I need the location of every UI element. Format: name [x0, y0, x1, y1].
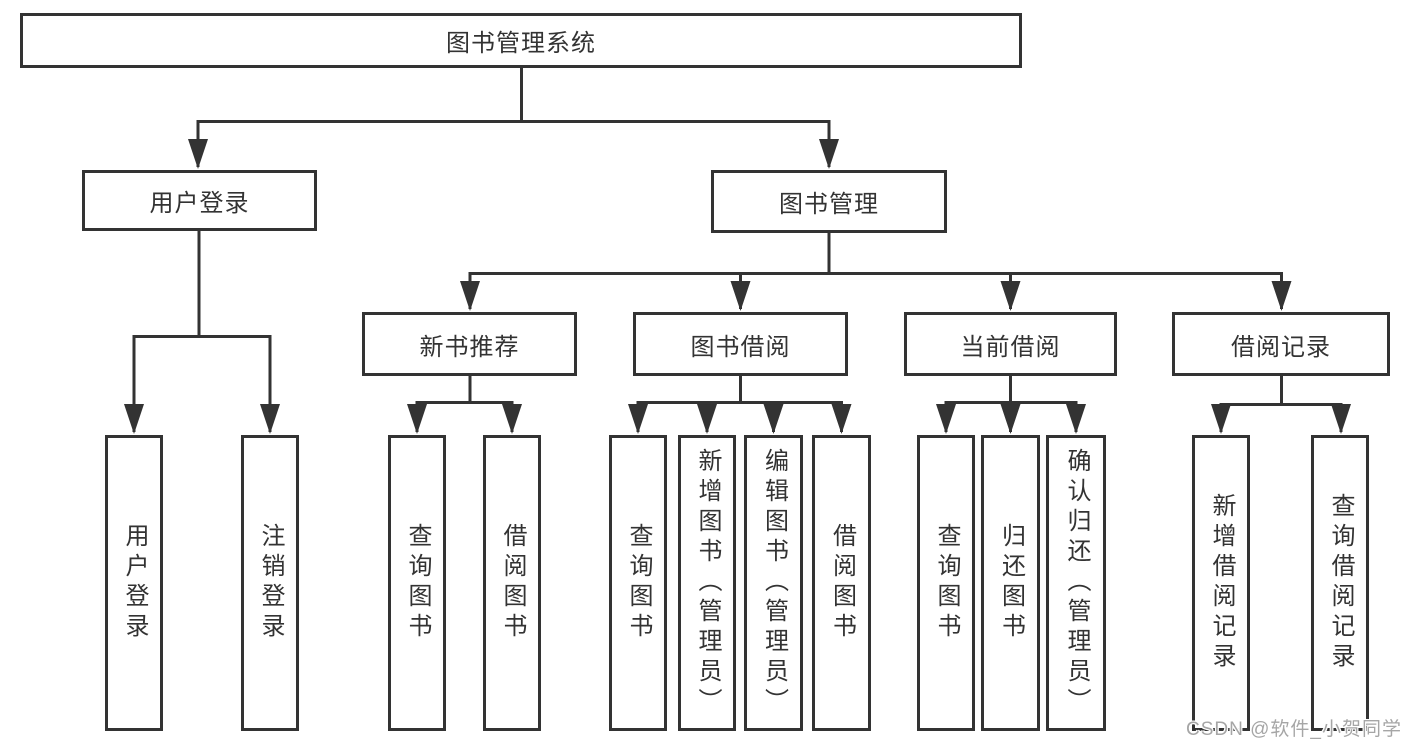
node-book-borrowing-label: 图书借阅 [690, 333, 791, 361]
leaf-query-books-2-label: 查询图书 [625, 523, 652, 643]
leaf-edit-books-admin-label: 编辑图书（管理员） [760, 448, 788, 718]
node-new-book-recommend-label: 新书推荐 [419, 333, 520, 361]
leaf-confirm-return-admin: 确认归还（管理员） [1046, 435, 1106, 731]
leaf-user-login: 用户登录 [105, 435, 163, 731]
leaf-logout: 注销登录 [241, 435, 299, 731]
node-book-management-label: 图书管理 [779, 191, 879, 218]
leaf-user-login-label: 用户登录 [121, 523, 148, 643]
leaf-add-borrow-record-label: 新增借阅记录 [1208, 493, 1235, 673]
node-root-system: 图书管理系统 [20, 13, 1022, 68]
leaf-return-books-label: 归还图书 [997, 523, 1025, 643]
node-root-system-label: 图书管理系统 [446, 30, 596, 57]
node-new-book-recommend: 新书推荐 [362, 312, 577, 376]
leaf-query-borrow-record: 查询借阅记录 [1311, 435, 1369, 731]
leaf-borrow-books-2-label: 借阅图书 [828, 523, 856, 643]
leaf-borrow-books: 借阅图书 [483, 435, 541, 731]
leaf-logout-label: 注销登录 [257, 523, 284, 643]
leaf-borrow-books-label: 借阅图书 [499, 523, 526, 643]
leaf-query-books-3-label: 查询图书 [933, 523, 960, 643]
node-borrowing-records: 借阅记录 [1172, 312, 1390, 376]
leaf-query-borrow-record-label: 查询借阅记录 [1327, 493, 1354, 673]
leaf-add-borrow-record: 新增借阅记录 [1192, 435, 1250, 731]
csdn-watermark: CSDN @软件_小贺同学 [1186, 719, 1402, 740]
node-user-login: 用户登录 [82, 170, 317, 231]
leaf-confirm-return-admin-label: 确认归还（管理员） [1063, 448, 1090, 718]
leaf-query-books-2: 查询图书 [609, 435, 667, 731]
leaf-add-books-admin-label: 新增图书（管理员） [694, 448, 721, 718]
leaf-query-books-label: 查询图书 [404, 523, 431, 643]
leaf-borrow-books-2: 借阅图书 [812, 435, 871, 731]
leaf-edit-books-admin: 编辑图书（管理员） [744, 435, 803, 731]
leaf-query-books: 查询图书 [388, 435, 446, 731]
leaf-return-books: 归还图书 [981, 435, 1040, 731]
node-user-login-label: 用户登录 [149, 190, 250, 217]
leaf-query-books-3: 查询图书 [917, 435, 975, 731]
node-book-borrowing: 图书借阅 [633, 312, 848, 376]
node-current-borrowing: 当前借阅 [904, 312, 1117, 376]
leaf-add-books-admin: 新增图书（管理员） [678, 435, 736, 731]
node-book-management: 图书管理 [711, 170, 947, 233]
node-current-borrowing-label: 当前借阅 [960, 333, 1061, 361]
node-borrowing-records-label: 借阅记录 [1231, 333, 1331, 361]
